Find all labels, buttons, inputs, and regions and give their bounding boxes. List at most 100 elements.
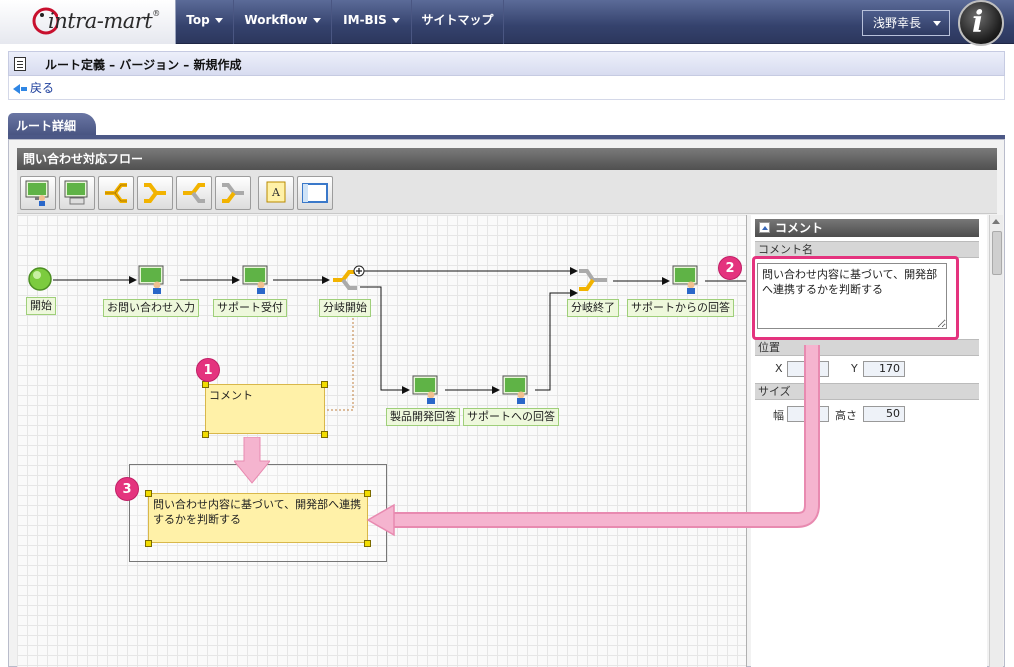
user-task-icon <box>138 265 164 294</box>
height-input[interactable]: 50 <box>863 406 905 422</box>
comment-textarea[interactable]: 問い合わせ内容に基づいて、開発部へ連携するかを判断する <box>757 263 947 329</box>
scroll-up-icon[interactable] <box>992 219 1000 224</box>
resize-handle[interactable] <box>202 381 209 388</box>
width-input[interactable] <box>787 406 829 422</box>
node-label-branch-end: 分岐終了 <box>567 299 619 317</box>
node-label-branch-start: 分岐開始 <box>319 299 371 317</box>
collapse-icon[interactable] <box>759 222 770 233</box>
branch-end-tool-button[interactable] <box>137 176 173 210</box>
height-label: 高さ <box>835 409 857 422</box>
resize-handle[interactable] <box>202 431 209 438</box>
resize-handle[interactable] <box>145 540 152 547</box>
comment-tool-icon: A <box>266 181 286 203</box>
frame-tool-button[interactable] <box>297 176 333 210</box>
user-task-icon <box>242 265 268 294</box>
properties-scrollbar[interactable] <box>989 215 1003 667</box>
start-node[interactable] <box>27 266 53 295</box>
chevron-down-icon <box>214 18 223 23</box>
resize-handle[interactable] <box>321 431 328 438</box>
y-label: Y <box>851 362 858 375</box>
resize-handle[interactable] <box>145 490 152 497</box>
comment-box-small[interactable]: コメント <box>205 384 325 434</box>
branch-start-tool-button[interactable] <box>98 176 134 210</box>
system-task-icon <box>64 180 88 205</box>
flow-toolbar: A <box>17 170 997 214</box>
panel-title: 問い合わせ対応フロー <box>17 148 997 170</box>
page-title-bar: ルート定義 – バージョン – 新規作成 <box>8 51 1005 76</box>
reply-to-support-task-node[interactable] <box>501 374 533 407</box>
section-size: サイズ <box>755 383 979 400</box>
tab-route-detail[interactable]: ルート詳細 <box>8 113 96 137</box>
branch-start-icon <box>105 183 127 203</box>
chevron-down-icon <box>391 18 400 23</box>
user-menu-button[interactable]: 浅野幸長 <box>862 10 950 36</box>
flow-connectors <box>53 267 746 411</box>
back-arrow-icon <box>13 83 20 94</box>
section-position: 位置 <box>755 339 979 356</box>
back-bar: 戻る <box>8 76 1005 100</box>
highlight-frame <box>752 256 959 340</box>
y-input[interactable]: 170 <box>863 361 905 377</box>
callout-3: 3 <box>115 477 139 501</box>
branch-start-icon <box>333 265 365 290</box>
chevron-down-icon <box>312 18 321 23</box>
node-label-support-reply: サポートからの回答 <box>627 299 734 317</box>
resize-handle[interactable] <box>321 381 328 388</box>
user-task-icon <box>25 180 49 206</box>
scroll-thumb[interactable] <box>992 231 1002 275</box>
tab-underline <box>8 135 1005 139</box>
nav-top[interactable]: Top <box>176 0 234 44</box>
node-label-reply-to-support: サポートへの回答 <box>463 408 559 426</box>
resize-handle[interactable] <box>364 490 371 497</box>
logo[interactable]: intra-mart® <box>0 0 176 44</box>
user-task-tool-button[interactable] <box>20 176 56 210</box>
branch-end-node[interactable] <box>577 265 613 298</box>
avatar[interactable]: i <box>958 0 1004 46</box>
comment-box-large[interactable]: 問い合わせ内容に基づいて、開発部へ連携するかを判断する <box>148 493 368 543</box>
flow-canvas[interactable]: 開始 お問い合わせ入力 サポート受付 分岐開始 分岐終了 <box>17 215 747 667</box>
node-label-inquiry: お問い合わせ入力 <box>103 299 199 317</box>
dev-reply-task-node[interactable] <box>411 374 443 407</box>
page-title: ルート定義 – バージョン – 新規作成 <box>45 58 242 72</box>
split-start-tool-button[interactable] <box>176 176 212 210</box>
support-reply-task-node[interactable] <box>671 264 703 297</box>
node-label-start: 開始 <box>26 297 56 315</box>
inquiry-task-node[interactable] <box>137 264 169 297</box>
back-link[interactable]: 戻る <box>13 79 54 96</box>
split-start-icon <box>183 183 205 203</box>
split-end-icon <box>222 183 244 203</box>
branch-end-icon <box>579 269 607 291</box>
logo-text: intra-mart® <box>48 9 160 33</box>
node-label-dev-reply: 製品開発回答 <box>386 408 460 426</box>
svg-text:A: A <box>271 186 281 199</box>
nav-workflow[interactable]: Workflow <box>234 0 332 44</box>
branch-start-node[interactable] <box>331 265 367 298</box>
branch-end-icon <box>144 183 166 203</box>
down-arrow-icon <box>234 437 270 484</box>
nav-im-bis[interactable]: IM-BIS <box>332 0 412 44</box>
callout-1: 1 <box>196 358 220 382</box>
frame-tool-icon <box>302 183 328 203</box>
properties-title: コメント <box>755 219 979 237</box>
node-label-support-receive: サポート受付 <box>213 299 287 317</box>
intra-mart-logo-icon <box>32 7 58 35</box>
system-task-tool-button[interactable] <box>59 176 95 210</box>
start-circle-icon <box>28 267 52 291</box>
x-label: X <box>775 362 783 375</box>
top-nav: intra-mart® Top Workflow IM-BIS サイトマップ 浅… <box>0 0 1014 46</box>
split-end-tool-button[interactable] <box>215 176 251 210</box>
chevron-down-icon <box>933 21 941 26</box>
user-task-icon <box>672 265 698 294</box>
width-label: 幅 <box>773 409 784 422</box>
user-task-icon <box>412 375 438 404</box>
resize-handle[interactable] <box>364 540 371 547</box>
document-icon <box>14 57 26 71</box>
x-input[interactable] <box>787 361 829 377</box>
comment-tool-button[interactable]: A <box>258 176 294 210</box>
route-panel: 問い合わせ対応フロー A <box>8 139 1005 667</box>
nav-sitemap[interactable]: サイトマップ <box>412 0 504 44</box>
callout-2: 2 <box>718 256 742 280</box>
user-task-icon <box>502 375 528 404</box>
support-receive-task-node[interactable] <box>241 264 273 297</box>
